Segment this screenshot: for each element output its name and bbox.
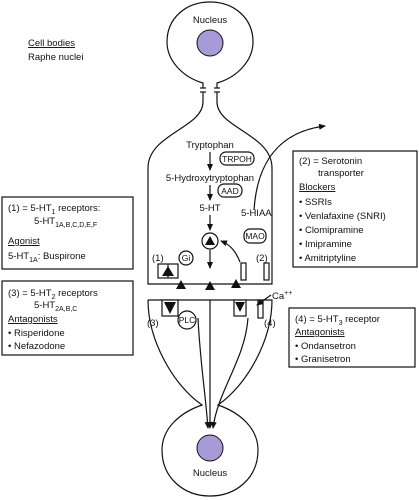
plc-enzyme-label: PLC <box>179 315 196 325</box>
box3-subtypes: 5-HT2A,B,C <box>34 300 77 313</box>
arrow-reuptake-to-vesicle <box>220 240 241 263</box>
arrow-signal-left <box>197 317 211 429</box>
arrow-hiaa-exit <box>253 123 326 211</box>
aad-enzyme-label: AAD <box>221 186 238 196</box>
serotonin-transporter-right <box>263 262 270 281</box>
serotonin-label: 5-HT <box>199 203 220 214</box>
nucleus-bottom-label: Nucleus <box>193 468 228 479</box>
box3-title: (3) = 5-HT2 receptors <box>8 288 98 301</box>
trpoh-enzyme-label: TRPOH <box>222 154 252 164</box>
calcium-label: Ca++ <box>272 290 292 302</box>
released-serotonin-right <box>231 279 241 288</box>
site-3-label: (3) <box>147 318 159 329</box>
gi-protein <box>178 250 194 266</box>
presynaptic-cell-body <box>166 1 254 88</box>
hiaa-label: 5-HIAA <box>241 208 272 219</box>
box4-item: • Granisetron <box>295 354 351 365</box>
box2-item: • Clomipramine <box>299 225 364 236</box>
box2-blockers-heading: Blockers <box>299 182 336 193</box>
box3-item: • Nefazodone <box>8 341 65 352</box>
box2-item: • Venlafaxine (SNRI) <box>299 211 386 222</box>
box2-title-line1: (2) = Serotonin <box>299 156 362 167</box>
gi-protein-label: Gi <box>182 253 191 263</box>
arrow-signal-right <box>210 317 249 429</box>
trpoh-enzyme-box <box>219 151 255 166</box>
box1-title: (1) = 5-HT1 receptors: <box>8 203 100 216</box>
box2-title-line2: transporter <box>318 168 364 179</box>
box4-item: • Ondansetron <box>295 341 356 352</box>
aad-enzyme-box <box>217 183 243 198</box>
plc-enzyme <box>177 310 197 330</box>
receptor-5ht2-glyph <box>164 302 176 314</box>
box-serotonin-transporter: (2) = Serotonin transporter Blockers • S… <box>292 150 418 268</box>
site-4-label: (4) <box>264 318 276 329</box>
raphe-nuclei-label: Raphe nuclei <box>28 52 83 63</box>
nucleus-bottom <box>196 434 224 462</box>
box3-antagonists-heading: Antagonists <box>8 314 58 325</box>
box-5ht1-receptors: (1) = 5-HT1 receptors: 5-HT1A,B,C,D,E,F … <box>1 196 134 270</box>
site-2-label: (2) <box>256 253 268 264</box>
box2-item: • Imipramine <box>299 239 352 250</box>
box1-agonist-heading: Agonist <box>8 236 40 247</box>
postsynaptic-cell <box>147 299 273 497</box>
box2-item: • SSRIs <box>299 197 332 208</box>
box3-item: • Risperidone <box>8 328 65 339</box>
mao-enzyme-label: MAO <box>245 231 265 241</box>
box-5ht2-receptors: (3) = 5-HT2 receptors 5-HT2A,B,C Antagon… <box>1 280 134 356</box>
box1-agonist-item: 5-HT1A: Buspirone <box>8 251 86 264</box>
mao-enzyme-box <box>243 228 267 244</box>
nucleus-top <box>196 29 224 57</box>
box1-subtypes: 5-HT1A,B,C,D,E,F <box>34 216 97 229</box>
receptor-5ht3-glyph <box>235 302 245 312</box>
released-serotonin-center <box>205 281 215 290</box>
cell-bodies-label: Cell bodies <box>28 38 75 49</box>
box-5ht3-receptor: (4) = 5-HT3 receptor Antagonists • Ondan… <box>288 307 416 368</box>
serotonin-transporter-left <box>240 262 247 281</box>
tryptophan-label: Tryptophan <box>186 140 234 151</box>
site-1-label: (1) <box>152 253 164 264</box>
box4-antagonists-heading: Antagonists <box>295 327 345 338</box>
vesicle-serotonin-triangle <box>205 236 215 245</box>
released-serotonin-left <box>176 280 186 289</box>
box2-item: • Amitriptyline <box>299 253 356 264</box>
hydroxytryptophan-label: 5-Hydroxytryptophan <box>166 173 254 184</box>
arrow-calcium-influx <box>256 294 272 306</box>
nucleus-top-label: Nucleus <box>193 15 228 26</box>
box4-title: (4) = 5-HT3 receptor <box>295 314 380 327</box>
